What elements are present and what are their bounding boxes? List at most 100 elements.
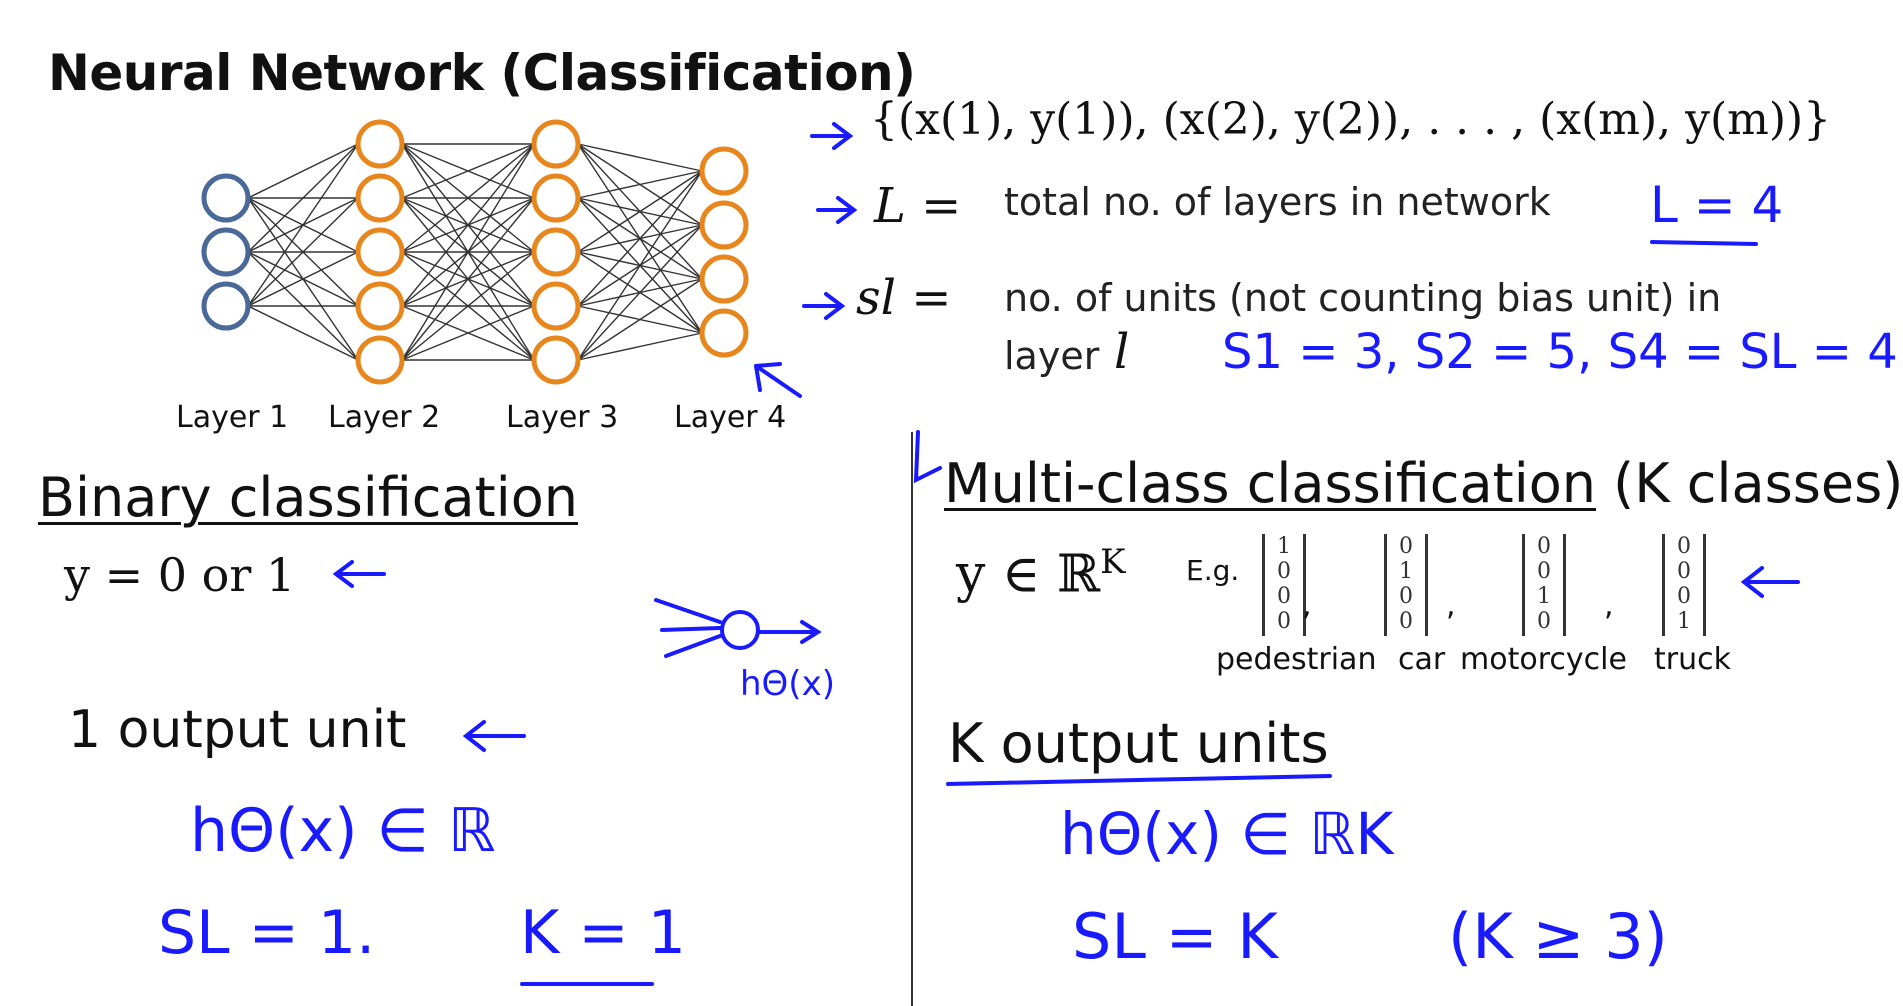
vector-entry: 0 bbox=[1399, 609, 1413, 634]
network-edge bbox=[577, 170, 703, 307]
class-label-motorcycle: motorcycle bbox=[1460, 642, 1627, 677]
network-edge bbox=[577, 332, 703, 361]
network-unit bbox=[531, 173, 581, 223]
multi-header-title: Multi-class classification bbox=[944, 452, 1596, 515]
multi-header-suffix: (K classes) bbox=[1613, 452, 1903, 515]
network-unit bbox=[355, 281, 405, 331]
multi-y-def: y ∈ ℝK bbox=[956, 542, 1126, 604]
network-unit bbox=[355, 173, 405, 223]
network-edge bbox=[577, 224, 703, 361]
vector-entry: 1 bbox=[1537, 584, 1551, 609]
vector-entry: 0 bbox=[1537, 534, 1551, 559]
network-unit bbox=[699, 254, 749, 304]
onehot-vector-car: 0 1 0 0 bbox=[1384, 534, 1428, 636]
hand-binary-k: K = 1 bbox=[520, 898, 686, 968]
network-edge bbox=[247, 305, 359, 361]
network-unit bbox=[699, 308, 749, 358]
network-edge bbox=[401, 143, 535, 307]
comma-3: , bbox=[1604, 588, 1614, 623]
network-unit bbox=[531, 281, 581, 331]
L-definition: total no. of layers in network bbox=[1004, 180, 1551, 224]
bracket-multiclass bbox=[913, 430, 942, 484]
slide-title: Neural Network (Classification) bbox=[48, 44, 916, 102]
training-set-formula: {(x(1), y(1)), (x(2), y(2)), . . . , (x(… bbox=[870, 94, 1832, 145]
hand-L-equals-4: L = 4 bbox=[1650, 176, 1784, 234]
underline-L4 bbox=[1650, 240, 1758, 246]
network-edges bbox=[247, 143, 703, 361]
network-edge bbox=[247, 197, 359, 307]
layer-label-2: Layer 2 bbox=[328, 400, 441, 435]
s-definition-var: l bbox=[1114, 324, 1130, 380]
multi-output-units: K output units bbox=[948, 712, 1329, 775]
network-unit bbox=[699, 200, 749, 250]
eg-label: E.g. bbox=[1186, 554, 1240, 587]
network-unit bbox=[531, 335, 581, 385]
network-unit bbox=[531, 119, 581, 169]
network-nodes bbox=[201, 119, 749, 385]
network-unit bbox=[355, 227, 405, 277]
s-definition-layer: layer bbox=[1004, 334, 1100, 378]
network-edge bbox=[401, 143, 535, 253]
input-unit bbox=[201, 227, 251, 277]
network-edge bbox=[577, 170, 703, 361]
vector-entry: 0 bbox=[1677, 584, 1691, 609]
network-edge bbox=[577, 170, 703, 253]
network-edge bbox=[401, 305, 535, 361]
vector-entry: 0 bbox=[1277, 609, 1291, 634]
comma-1: , bbox=[1302, 588, 1312, 623]
comma-2: , bbox=[1446, 588, 1456, 623]
network-edge bbox=[247, 251, 359, 307]
vector-entry: 1 bbox=[1277, 534, 1291, 559]
underline-K-output bbox=[946, 774, 1332, 786]
network-unit bbox=[699, 146, 749, 196]
class-label-pedestrian: pedestrian bbox=[1216, 642, 1377, 677]
arrow-binary-y bbox=[332, 560, 386, 588]
network-edge bbox=[401, 143, 535, 361]
arrow-output-unit bbox=[462, 720, 526, 752]
binary-header: Binary classification bbox=[38, 466, 578, 529]
layer-label-3: Layer 3 bbox=[506, 400, 619, 435]
arrow-training-set bbox=[810, 122, 854, 150]
network-edge bbox=[247, 143, 359, 307]
network-edge bbox=[401, 197, 535, 361]
vector-entry: 1 bbox=[1399, 559, 1413, 584]
multi-header: Multi-class classification (K classes) bbox=[944, 452, 1903, 515]
hand-s-values: S1 = 3, S2 = 5, S4 = SL = 4 bbox=[1222, 324, 1898, 380]
vector-entry: 0 bbox=[1277, 584, 1291, 609]
vector-entry: 0 bbox=[1677, 534, 1691, 559]
s-definition: no. of units (not counting bias unit) in bbox=[1004, 276, 1722, 320]
hand-multi-k: (K ≥ 3) bbox=[1448, 900, 1668, 973]
input-unit bbox=[201, 173, 251, 223]
network-unit bbox=[531, 227, 581, 277]
network-edge bbox=[577, 143, 703, 172]
vector-entry: 0 bbox=[1537, 609, 1551, 634]
network-edge bbox=[577, 278, 703, 361]
hand-multi-sl: SL = K bbox=[1072, 900, 1278, 973]
network-edge bbox=[401, 143, 535, 199]
layer-label-1: Layer 1 bbox=[176, 400, 289, 435]
network-edge bbox=[247, 143, 359, 199]
binary-y-def: y = 0 or 1 bbox=[64, 548, 296, 602]
sketch-inputs bbox=[654, 598, 722, 658]
onehot-vector-motorcycle: 0 0 1 0 bbox=[1522, 534, 1566, 636]
layer-label-4: Layer 4 bbox=[674, 400, 787, 435]
multi-y-def-sup: K bbox=[1100, 542, 1126, 582]
network-edge bbox=[577, 170, 703, 199]
multi-y-def-text: y ∈ ℝ bbox=[956, 544, 1101, 605]
hand-multi-h: hΘ(x) ∈ ℝK bbox=[1060, 800, 1394, 868]
network-edge bbox=[247, 143, 359, 253]
network-unit bbox=[355, 119, 405, 169]
sketch-output bbox=[758, 620, 822, 644]
input-unit bbox=[201, 281, 251, 331]
vector-entry: 0 bbox=[1537, 559, 1551, 584]
hand-neuron-label: hΘ(x) bbox=[740, 664, 835, 704]
sketch-neuron bbox=[720, 610, 760, 650]
vector-entry: 0 bbox=[1399, 584, 1413, 609]
vector-entry: 0 bbox=[1277, 559, 1291, 584]
arrow-layer4 bbox=[754, 362, 802, 398]
L-symbol: L = bbox=[874, 178, 962, 234]
s-symbol: sl = bbox=[856, 270, 952, 326]
binary-output-units: 1 output unit bbox=[68, 700, 407, 760]
vector-entry: 0 bbox=[1399, 534, 1413, 559]
hand-binary-sl: SL = 1. bbox=[158, 898, 376, 968]
